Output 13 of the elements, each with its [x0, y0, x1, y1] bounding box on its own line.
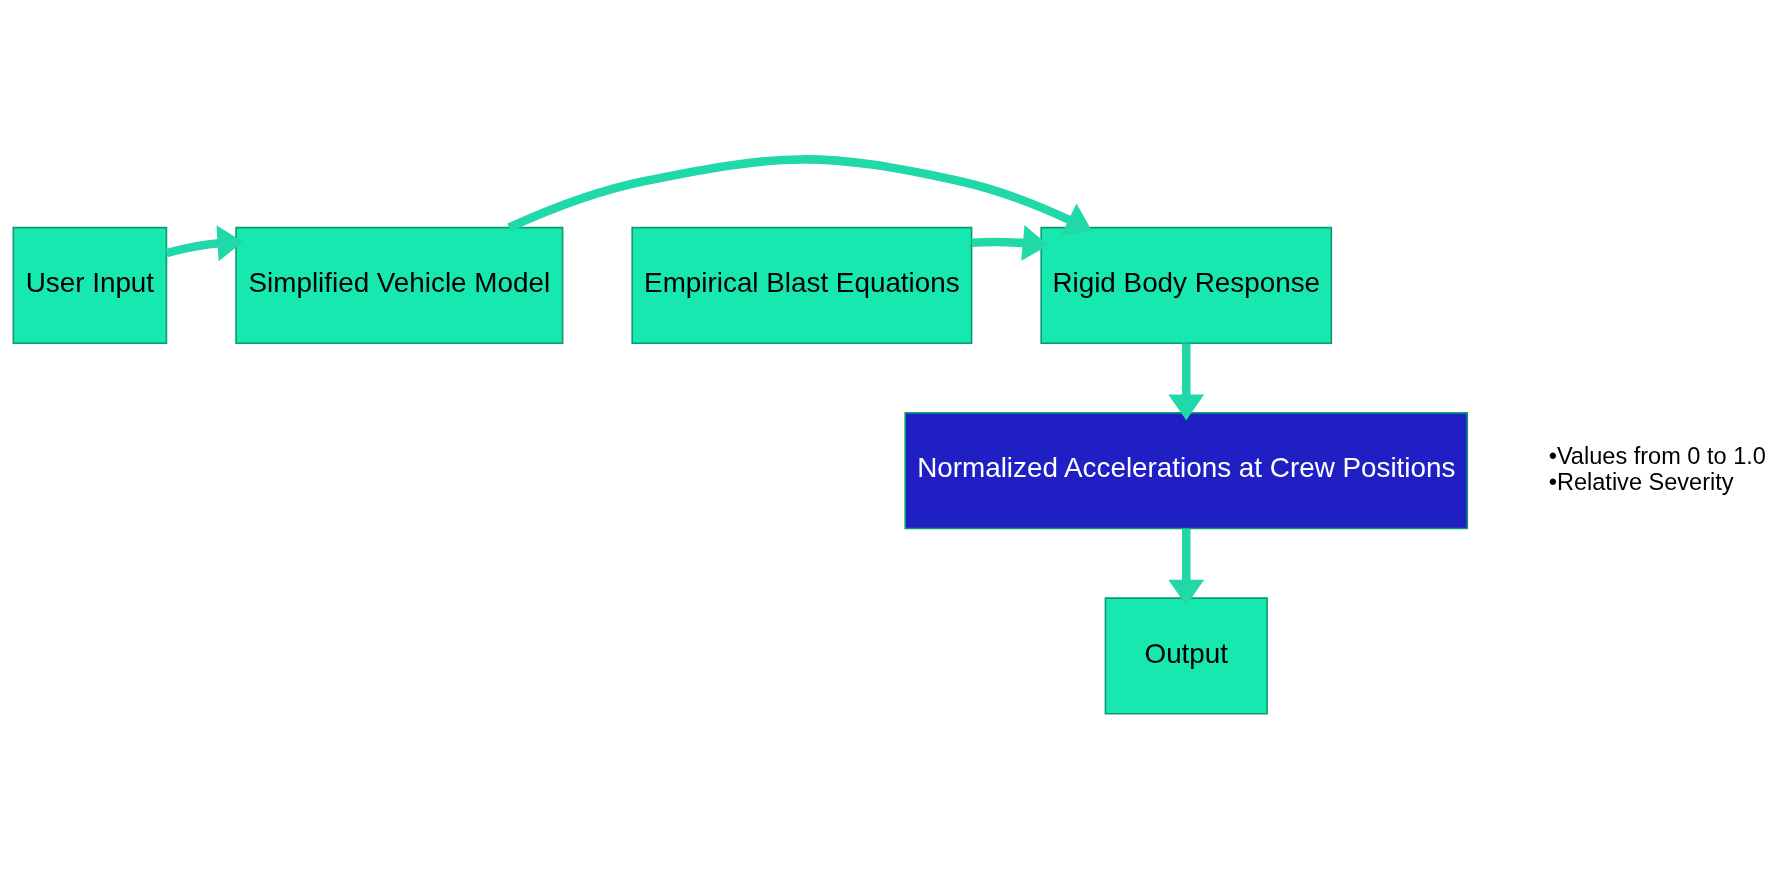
arrow [507, 154, 1092, 236]
node-box: Output [1104, 596, 1268, 715]
node-label: •Values from 0 to 1.0 [1548, 442, 1766, 469]
node-box: Simplified Vehicle Model [235, 226, 564, 344]
node-box: Normalized Accelerations at Crew Positions [904, 411, 1469, 529]
node-box: Empirical Blast Equations [631, 226, 973, 344]
node-box: Rigid Body Response [1040, 226, 1333, 344]
arrow [1168, 528, 1205, 605]
node-box: User Input [12, 226, 168, 344]
node-label: •Relative Severity [1548, 468, 1734, 495]
arrow [971, 224, 1049, 261]
arrow [1168, 342, 1205, 420]
arrow [165, 224, 244, 261]
